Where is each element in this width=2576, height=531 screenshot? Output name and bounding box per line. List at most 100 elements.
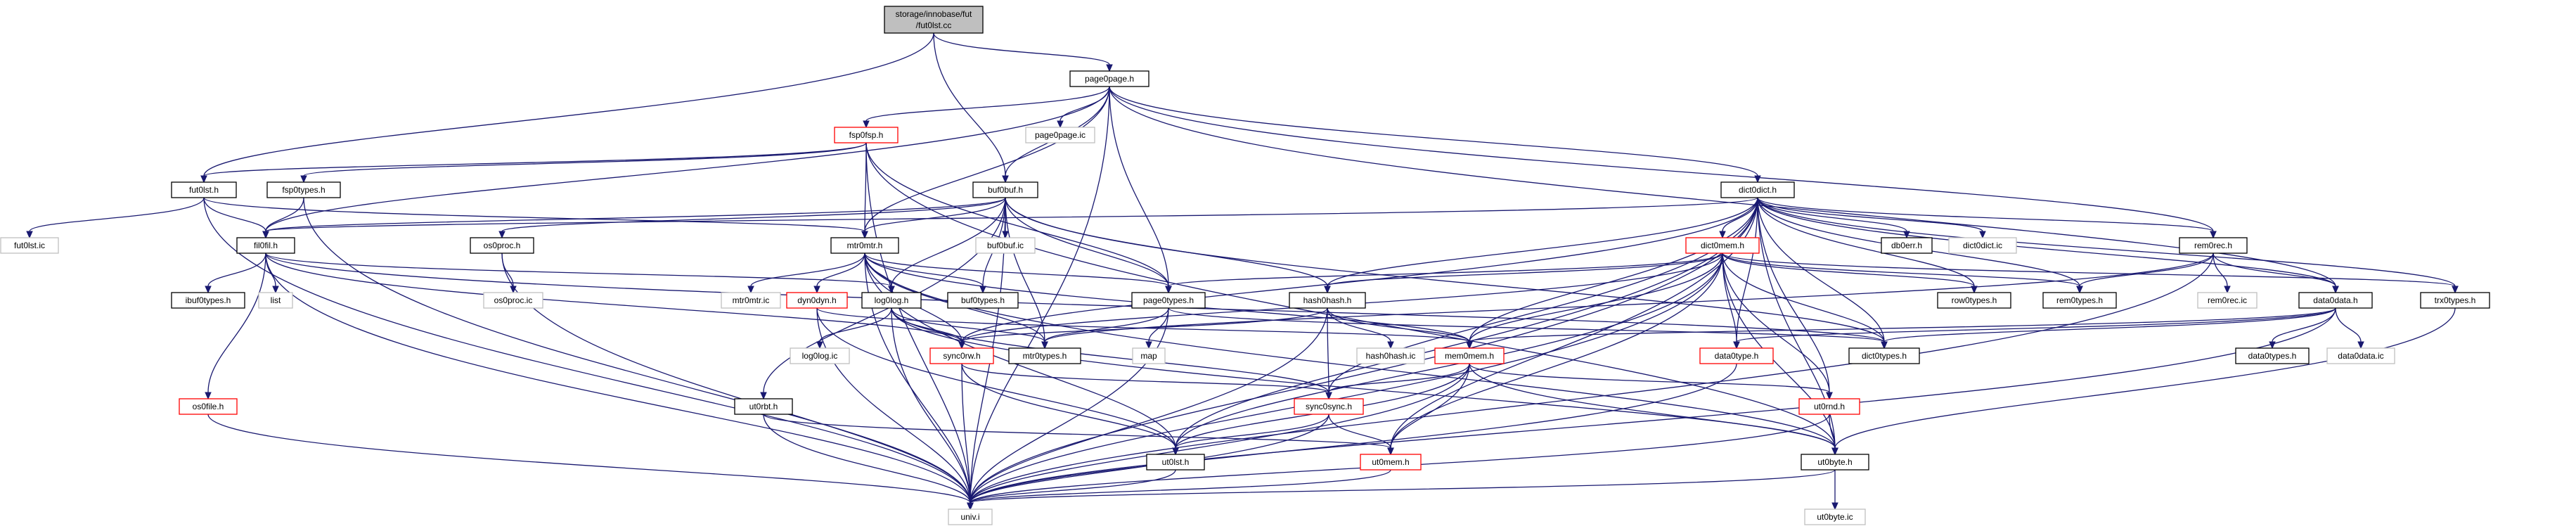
node-data0type-h[interactable]: data0type.h bbox=[1699, 347, 1774, 364]
node-label: data0types.h bbox=[2248, 351, 2297, 361]
dependency-edge bbox=[1328, 414, 1394, 456]
node-buf0buf-h[interactable]: buf0buf.h bbox=[972, 181, 1038, 198]
node-label: os0file.h bbox=[193, 402, 224, 411]
node-label: os0proc.ic bbox=[494, 295, 533, 305]
dependency-edge bbox=[26, 197, 205, 239]
node-dict0dict-h[interactable]: dict0dict.h bbox=[1720, 181, 1795, 198]
node-rem0rec-ic: rem0rec.ic bbox=[2197, 292, 2258, 309]
node-label: page0types.h bbox=[1143, 295, 1194, 305]
node-ut0rbt-h[interactable]: ut0rbt.h bbox=[734, 398, 793, 415]
node-trx0types-h[interactable]: trx0types.h bbox=[2420, 292, 2490, 309]
dependency-edge bbox=[200, 142, 867, 184]
node-os0file-h[interactable]: os0file.h bbox=[179, 398, 238, 415]
dependency-edge bbox=[2213, 252, 2231, 294]
node-label: rem0rec.h bbox=[2194, 241, 2232, 250]
dependency-edge bbox=[265, 252, 279, 294]
dependency-edge bbox=[861, 197, 1006, 239]
node-label: ut0byte.ic bbox=[1817, 512, 1853, 522]
node-label: dyn0dyn.h bbox=[797, 295, 836, 305]
dependency-edge bbox=[205, 252, 266, 294]
node-label: trx0types.h bbox=[2435, 295, 2476, 305]
dependency-edge bbox=[1831, 307, 2456, 456]
dependency-edge bbox=[1722, 252, 1978, 294]
node-rem0types-h[interactable]: rem0types.h bbox=[2042, 292, 2117, 309]
node-os0proc-ic: os0proc.ic bbox=[483, 292, 543, 309]
node-label: rem0rec.ic bbox=[2208, 295, 2247, 305]
dependency-edge bbox=[1733, 307, 2336, 350]
node-list: list bbox=[258, 292, 293, 309]
dependency-edge bbox=[1172, 414, 1329, 456]
dependency-edge bbox=[760, 197, 1006, 400]
node-mtr0types-h[interactable]: mtr0types.h bbox=[1008, 347, 1081, 364]
node-sync0sync-h[interactable]: sync0sync.h bbox=[1294, 398, 1364, 415]
dependency-edge bbox=[1881, 307, 2336, 350]
node-row0types-h[interactable]: row0types.h bbox=[1937, 292, 2011, 309]
dependency-edge bbox=[967, 469, 1391, 511]
node-label: hash0hash.h bbox=[1303, 295, 1352, 305]
node-label: data0data.h bbox=[2313, 295, 2357, 305]
node-log0log-ic: log0log.ic bbox=[790, 347, 850, 364]
node-label: dict0types.h bbox=[1862, 351, 1907, 361]
node-dict0types-h[interactable]: dict0types.h bbox=[1848, 347, 1920, 364]
dependency-edge bbox=[864, 252, 1172, 294]
node-label: ut0rnd.h bbox=[1814, 402, 1845, 411]
dependency-edge bbox=[1325, 363, 1470, 400]
node-label: /fut0lst.cc bbox=[916, 20, 952, 30]
node-buf0buf-ic: buf0buf.ic bbox=[975, 237, 1036, 254]
dependency-edge bbox=[1722, 252, 2083, 294]
node-ibuf0types-h[interactable]: ibuf0types.h bbox=[171, 292, 245, 309]
node-page0types-h[interactable]: page0types.h bbox=[1131, 292, 1206, 309]
node-dyn0dyn-h[interactable]: dyn0dyn.h bbox=[786, 292, 848, 309]
dependency-edge bbox=[967, 469, 1836, 511]
dependency-edge bbox=[205, 252, 266, 400]
dependency-edge bbox=[203, 197, 868, 239]
node-ut0byte-ic: ut0byte.ic bbox=[1804, 508, 1866, 525]
node-fsp0types-h[interactable]: fsp0types.h bbox=[266, 181, 341, 198]
node-ut0lst-h[interactable]: ut0lst.h bbox=[1146, 454, 1205, 471]
node-sync0rw-h[interactable]: sync0rw.h bbox=[929, 347, 994, 364]
node-log0log-h[interactable]: log0log.h bbox=[861, 292, 922, 309]
dependency-edge bbox=[861, 86, 1110, 239]
node-ut0mem-h[interactable]: ut0mem.h bbox=[1360, 454, 1422, 471]
dependency-edge bbox=[863, 86, 1110, 129]
dependency-edge bbox=[2076, 252, 2214, 294]
node-label: mtr0mtr.h bbox=[847, 241, 883, 250]
node-root[interactable]: storage/innobase/fut/fut0lst.cc bbox=[884, 6, 984, 34]
dependency-edge bbox=[1722, 252, 1833, 400]
node-dict0mem-h[interactable]: dict0mem.h bbox=[1685, 237, 1760, 254]
dependency-edge bbox=[1327, 307, 1394, 350]
node-ut0byte-h[interactable]: ut0byte.h bbox=[1801, 454, 1869, 471]
node-page0page-h[interactable]: page0page.h bbox=[1069, 70, 1149, 87]
node-ut0rnd-h[interactable]: ut0rnd.h bbox=[1798, 398, 1860, 415]
node-os0proc-h[interactable]: os0proc.h bbox=[470, 237, 534, 254]
node-hash0hash-h[interactable]: hash0hash.h bbox=[1289, 292, 1366, 309]
node-univ-i: univ.i bbox=[948, 508, 993, 525]
node-rem0rec-h[interactable]: rem0rec.h bbox=[2179, 237, 2248, 254]
dependency-edge bbox=[1757, 197, 1986, 239]
dependency-edge bbox=[262, 197, 304, 239]
node-data0types-h[interactable]: data0types.h bbox=[2235, 347, 2310, 364]
node-fut0lst-ic: fut0lst.ic bbox=[0, 237, 59, 254]
node-fsp0fsp-h[interactable]: fsp0fsp.h bbox=[834, 127, 899, 143]
node-mtr0mtr-h[interactable]: mtr0mtr.h bbox=[830, 237, 899, 254]
node-label: sync0rw.h bbox=[943, 351, 980, 361]
node-data0data-h[interactable]: data0data.h bbox=[2298, 292, 2373, 309]
node-label: dict0dict.ic bbox=[1963, 241, 2002, 250]
dependency-edge bbox=[2213, 252, 2339, 294]
node-label: storage/innobase/fut bbox=[896, 9, 972, 19]
node-label: log0log.h bbox=[875, 295, 909, 305]
node-buf0types-h[interactable]: buf0types.h bbox=[947, 292, 1019, 309]
node-label: fut0lst.ic bbox=[14, 241, 45, 250]
node-label: buf0types.h bbox=[961, 295, 1005, 305]
node-db0err-h[interactable]: db0err.h bbox=[1881, 237, 1933, 254]
node-label: page0page.h bbox=[1085, 74, 1134, 84]
node-fut0lst-h[interactable]: fut0lst.h bbox=[171, 181, 237, 198]
node-page0page-ic: page0page.ic bbox=[1025, 127, 1095, 143]
dependency-edge bbox=[816, 307, 892, 350]
dependency-edge bbox=[1757, 197, 2217, 239]
node-mem0mem-h[interactable]: mem0mem.h bbox=[1434, 347, 1505, 364]
node-label: rem0types.h bbox=[2056, 295, 2103, 305]
node-hash0hash-ic: hash0hash.ic bbox=[1356, 347, 1425, 364]
node-label: fsp0types.h bbox=[282, 185, 325, 195]
node-fil0fil-h[interactable]: fil0fil.h bbox=[236, 237, 295, 254]
